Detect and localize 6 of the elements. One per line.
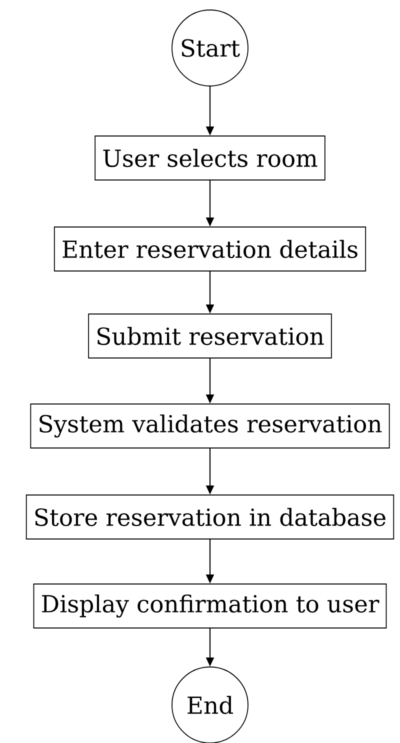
process-box: Display confirmation to user [33, 584, 387, 628]
process-box: Store reservation in database [26, 494, 394, 540]
process-box: Enter reservation details [54, 226, 366, 272]
process-box: User selects room [94, 136, 326, 180]
process-box: Submit reservation [88, 314, 332, 358]
process-box: System validates reservation [30, 404, 390, 448]
